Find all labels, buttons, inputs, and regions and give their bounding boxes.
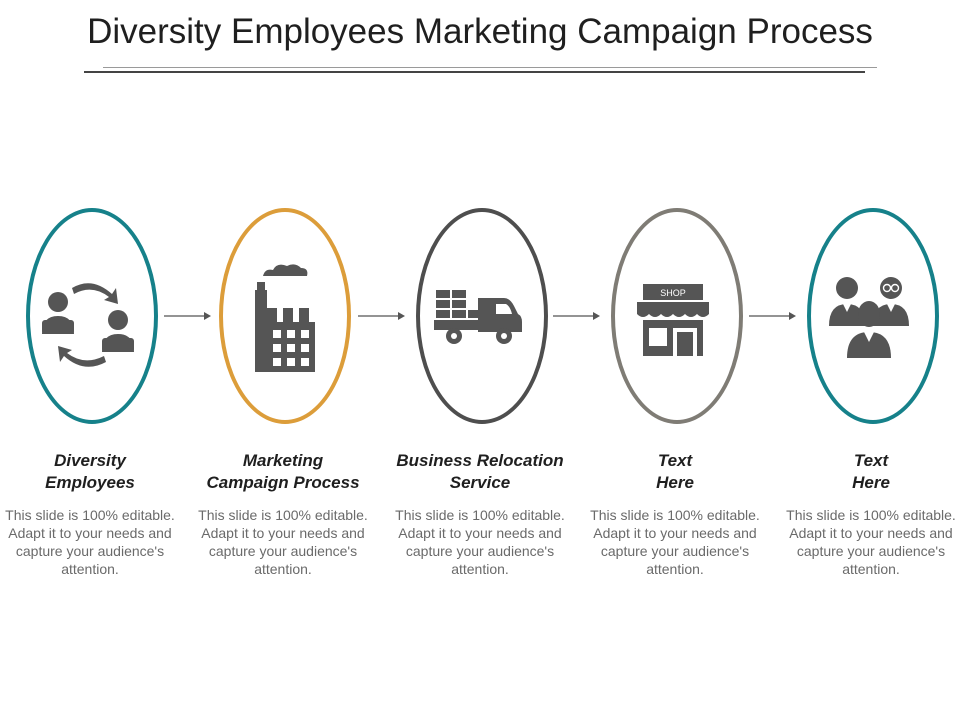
arrow-right-icon (164, 312, 211, 320)
step-4-heading: Text Here (577, 450, 773, 494)
page-title: Diversity Employees Marketing Campaign P… (87, 12, 873, 51)
factory-icon (215, 208, 347, 424)
shop-icon: SHOP (607, 208, 739, 424)
step-4-heading-line1: Text (657, 451, 693, 470)
title-divider-thick (84, 71, 865, 73)
step-5-description: This slide is 100% editable. Adapt it to… (786, 507, 956, 577)
step-3-heading-line2: Service (449, 473, 511, 492)
step-1-heading: Diversity Employees (0, 450, 188, 494)
step-2-description: This slide is 100% editable. Adapt it to… (198, 507, 368, 577)
step-1-heading-line1: Diversity (54, 451, 126, 470)
factory-icon-graphic (255, 264, 315, 372)
step-1-description: This slide is 100% editable. Adapt it to… (5, 507, 175, 577)
arrow-right-icon (358, 312, 405, 320)
step-3-heading: Business Relocation Service (382, 450, 578, 494)
step-3-description: This slide is 100% editable. Adapt it to… (395, 507, 565, 577)
people-cycle-icon-graphic (42, 283, 134, 367)
step-5-heading: Text Here (773, 450, 960, 494)
delivery-truck-icon (412, 208, 544, 424)
step-5-heading-line2: Here (852, 473, 890, 492)
step-2-heading-line1: Marketing (242, 451, 324, 470)
team-icon (803, 208, 935, 424)
step-1-ring (26, 208, 158, 424)
delivery-truck-icon-graphic (434, 290, 522, 344)
people-cycle-icon (22, 208, 154, 424)
step-1-heading-line2: Employees (45, 473, 135, 492)
step-4-description: This slide is 100% editable. Adapt it to… (590, 507, 760, 577)
shop-sign-label: SHOP (660, 288, 686, 298)
arrow-right-icon (749, 312, 796, 320)
step-3-heading-line1: Business Relocation (396, 451, 564, 470)
step-4-heading-line2: Here (656, 473, 694, 492)
step-2-heading-line2: Campaign Process (206, 473, 360, 492)
title-divider-thin (103, 67, 877, 68)
step-2-heading: Marketing Campaign Process (185, 450, 381, 494)
shop-icon-graphic: SHOP (637, 284, 709, 356)
team-icon-graphic (829, 277, 909, 358)
step-5-heading-line1: Text (853, 451, 889, 470)
arrow-right-icon (553, 312, 600, 320)
